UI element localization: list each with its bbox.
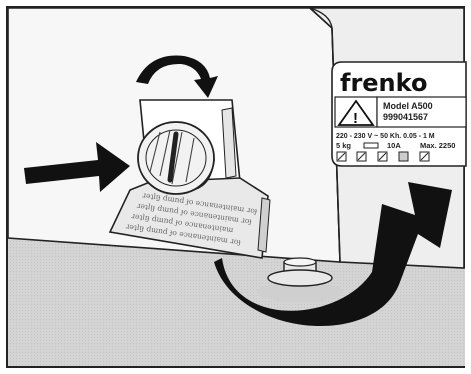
- pump-filter-knob: [138, 122, 214, 194]
- rating-plate-model: Model A500: [383, 101, 433, 111]
- rating-plate-capacity: 5 kg: [336, 141, 351, 150]
- rating-plate-serial: 999041567: [383, 112, 428, 122]
- rating-plate: frenko ! Model A500 999041567 220 - 230 …: [332, 62, 466, 166]
- rating-plate-brand: frenko: [340, 69, 427, 97]
- rating-plate-electrical: 220 - 230 V ~ 50 Kh. 0.05 - 1 M: [336, 133, 435, 140]
- warning-exclamation-glyph: !: [353, 110, 358, 127]
- rating-plate-power: Max. 2250: [420, 141, 455, 150]
- rating-plate-current: 10A: [387, 141, 401, 150]
